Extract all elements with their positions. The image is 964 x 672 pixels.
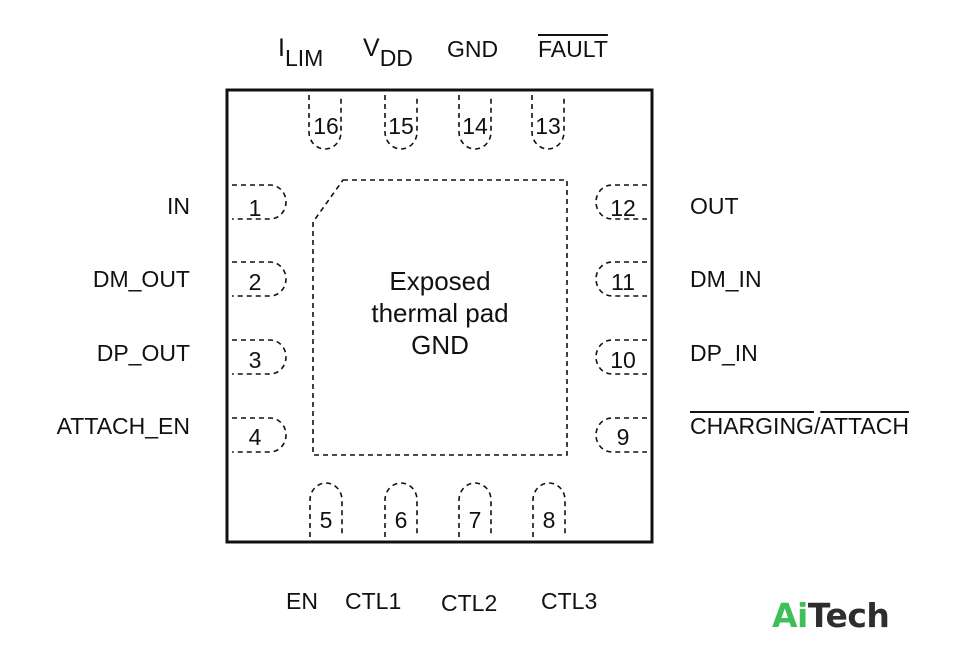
pin-number-14: 14	[462, 113, 488, 139]
pin-number-15: 15	[388, 113, 414, 139]
pin-number-2: 2	[248, 269, 262, 295]
pin-pad-8	[532, 482, 566, 537]
pin-number-1: 1	[248, 195, 262, 221]
pin-pad-11	[595, 261, 647, 297]
pin-pad-7	[458, 482, 492, 537]
pin-pad-2	[232, 261, 287, 297]
pin-pad-5	[309, 482, 343, 537]
pin-pad-14	[458, 95, 492, 150]
thermal-pad-line3: GND	[411, 330, 469, 360]
pin-label-ctl2: CTL2	[441, 590, 498, 616]
pin-label-dp-in: DP_IN	[690, 340, 758, 366]
pin-label-fault: FAULT	[538, 36, 608, 62]
pin-label-gnd-top: GND	[447, 36, 499, 62]
pin-label-ilim: ILIM	[278, 34, 323, 71]
pin-number-4: 4	[248, 424, 262, 450]
pin-pad-3	[232, 339, 287, 375]
thermal-pad-label: Exposed thermal pad GND	[330, 265, 550, 361]
pin-number-11: 11	[611, 269, 635, 295]
pin-label-out: OUT	[690, 193, 739, 219]
pin-label-charging-attach: CHARGING/ATTACH	[690, 414, 909, 438]
pin-pad-4	[232, 417, 287, 453]
pin-label-en: EN	[286, 588, 318, 614]
logo-part-ai: Ai	[772, 596, 808, 635]
pin-number-6: 6	[394, 507, 408, 533]
pin-label-ctl3: CTL3	[541, 588, 598, 614]
pin-number-9: 9	[616, 424, 630, 450]
package-outline	[225, 88, 654, 544]
pin-number-13: 13	[535, 113, 561, 139]
pin-number-8: 8	[542, 507, 556, 533]
pin-pad-9	[595, 417, 647, 453]
pin-number-7: 7	[468, 507, 482, 533]
pin-number-16: 16	[313, 113, 339, 139]
pin-label-vdd-sub: DD	[379, 45, 413, 71]
pin-label-dm-out: DM_OUT	[92, 266, 190, 292]
pin-number-3: 3	[248, 347, 262, 373]
pin-pad-16	[308, 95, 342, 150]
pin-pad-12	[595, 184, 647, 220]
pin-label-attach: ATTACH	[820, 413, 909, 439]
pin-label-attach-en: ATTACH_EN	[56, 413, 190, 439]
pin-label-vdd-main: V	[363, 34, 380, 62]
thermal-pad-line2: thermal pad	[371, 298, 509, 328]
pin-label-ilim-main: I	[278, 34, 285, 62]
logo-part-tech: Tech	[807, 596, 890, 635]
pin-pad-6	[384, 482, 418, 537]
pin-pad-1	[232, 184, 287, 220]
pin-number-12: 12	[610, 195, 636, 221]
pin-label-in: IN	[167, 193, 190, 219]
pin-label-ilim-sub: LIM	[284, 45, 324, 71]
pin-label-vdd: VDD	[363, 34, 413, 71]
pin-label-charging: CHARGING	[690, 413, 814, 439]
pin-pad-15	[384, 95, 418, 150]
pin-number-10: 10	[610, 347, 636, 373]
thermal-pad-outline	[312, 179, 568, 456]
pin-label-dp-out: DP_OUT	[96, 340, 190, 366]
pin-number-5: 5	[319, 507, 333, 533]
pin-pad-10	[595, 339, 647, 375]
pin-pad-13	[531, 95, 565, 150]
pin-label-ctl1: CTL1	[345, 588, 402, 614]
aitech-logo: AiTech	[772, 596, 890, 635]
pin-label-dm-in: DM_IN	[690, 266, 762, 292]
thermal-pad-line1: Exposed	[389, 266, 491, 296]
pin-label-separator: /	[813, 413, 821, 439]
